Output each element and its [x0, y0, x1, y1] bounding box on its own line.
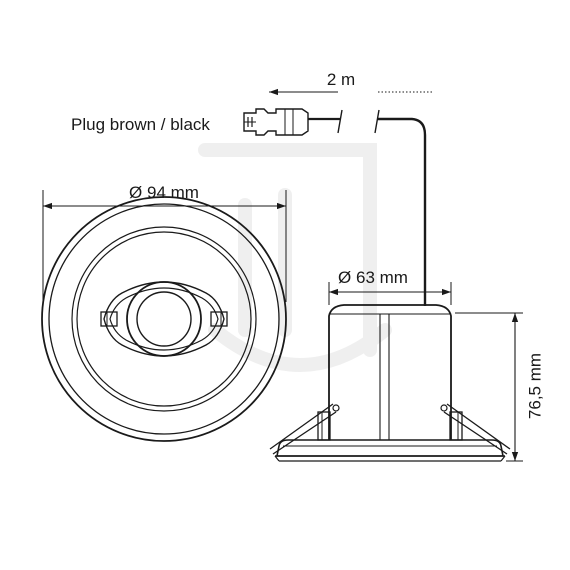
- plug-label: Plug brown / black: [71, 115, 210, 134]
- cable-break: [337, 109, 380, 134]
- watermark-logo: [198, 143, 392, 372]
- body-diameter-dimension: Ø 63 mm: [328, 268, 452, 305]
- height-dimension: 76,5 mm: [455, 312, 544, 462]
- cable-length-dimension: 2 m: [269, 70, 432, 96]
- outer-diameter-label: Ø 94 mm: [129, 183, 199, 202]
- front-view: [41, 196, 287, 442]
- cable-length-label: 2 m: [327, 70, 355, 89]
- height-label: 76,5 mm: [525, 353, 544, 419]
- cable: [378, 117, 427, 306]
- outer-diameter-dimension: Ø 94 mm: [42, 183, 287, 302]
- side-view: [269, 304, 511, 462]
- plug-connector: [243, 108, 340, 136]
- body-diameter-label: Ø 63 mm: [338, 268, 408, 287]
